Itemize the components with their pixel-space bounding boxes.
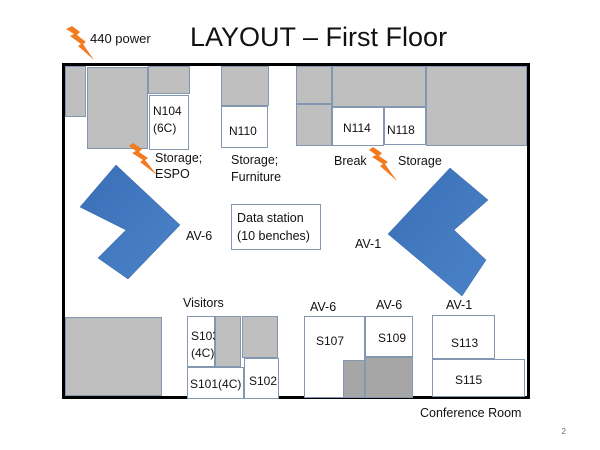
room-s103-sub: (4C) [191,346,215,360]
south-block-1 [65,317,162,396]
av-6-label-left: AV-6 [186,229,213,243]
north-block-6 [426,66,527,146]
data-station[interactable]: Data station (10 benches) [231,204,321,250]
room-s115-id: S115 [455,373,483,387]
room-s113[interactable]: S113 [432,315,495,359]
caption-n110-line2: Furniture [231,170,282,184]
conference-room-label: Conference Room [420,406,522,420]
power-icon-espo [129,143,157,175]
av-1-label-s113: AV-1 [446,298,473,312]
floor-outline [62,63,530,399]
north-block-1 [65,66,86,117]
av-1-label-right: AV-1 [355,237,382,251]
av-6-chevron-shape [79,164,181,280]
room-n114-id: N114 [343,121,371,135]
north-block-4 [296,104,332,146]
caption-n110-line1: Storage; [231,153,279,167]
caption-n118: Storage [398,154,442,168]
south-block-s107-inner [343,360,365,398]
page-title: LAYOUT – First Floor [190,22,448,52]
room-s101[interactable]: S101(4C) [187,367,244,399]
power-icon-440 [66,26,94,60]
north-block-n104-top [148,66,190,94]
north-block-3 [296,66,332,104]
room-n118-id: N118 [387,123,415,137]
room-s109-id: S109 [378,331,407,345]
room-s103-id: S103 [191,329,220,343]
av-6-label-s107: AV-6 [310,300,337,314]
room-n104-id: N104 [153,104,182,118]
room-n114[interactable]: N114 [332,107,384,146]
room-s109[interactable]: S109 [365,316,413,357]
av-1-chevron-shape [387,167,489,297]
room-s115[interactable]: S115 [432,359,525,397]
room-n110[interactable]: N110 [221,106,268,148]
north-block-n110-top [221,66,269,106]
north-block-2 [87,67,148,149]
caption-n114: Break [334,154,367,168]
caption-n104-line2: ESPO [155,167,190,181]
room-s107[interactable]: S107 [304,316,365,398]
caption-n104-line1: Storage; [155,151,203,165]
room-n118[interactable]: N118 [384,107,426,145]
av-6-label-s109: AV-6 [376,298,403,312]
room-s103[interactable]: S103 (4C) [187,316,219,367]
power-icon-break [369,147,397,181]
room-s107-id: S107 [316,334,345,348]
data-station-line2: (10 benches) [237,229,310,243]
south-block-s109-below [365,357,413,398]
room-s101-id: S101(4C) [190,377,242,391]
room-n104[interactable]: N104 (6C) [149,95,189,150]
south-block-s102-top [242,316,278,358]
room-n110-id: N110 [229,124,257,138]
data-station-line1: Data station [237,211,304,225]
room-s102-id: S102 [249,374,278,388]
slide-number: 2 [561,427,566,436]
power-label: 440 power [90,31,151,46]
room-s102[interactable]: S102 [244,358,279,399]
south-block-s103-side [215,316,241,367]
room-s113-id: S113 [451,336,479,350]
room-n104-sub: (6C) [153,121,177,135]
north-block-5 [332,66,426,107]
visitors-label: Visitors [183,296,224,310]
